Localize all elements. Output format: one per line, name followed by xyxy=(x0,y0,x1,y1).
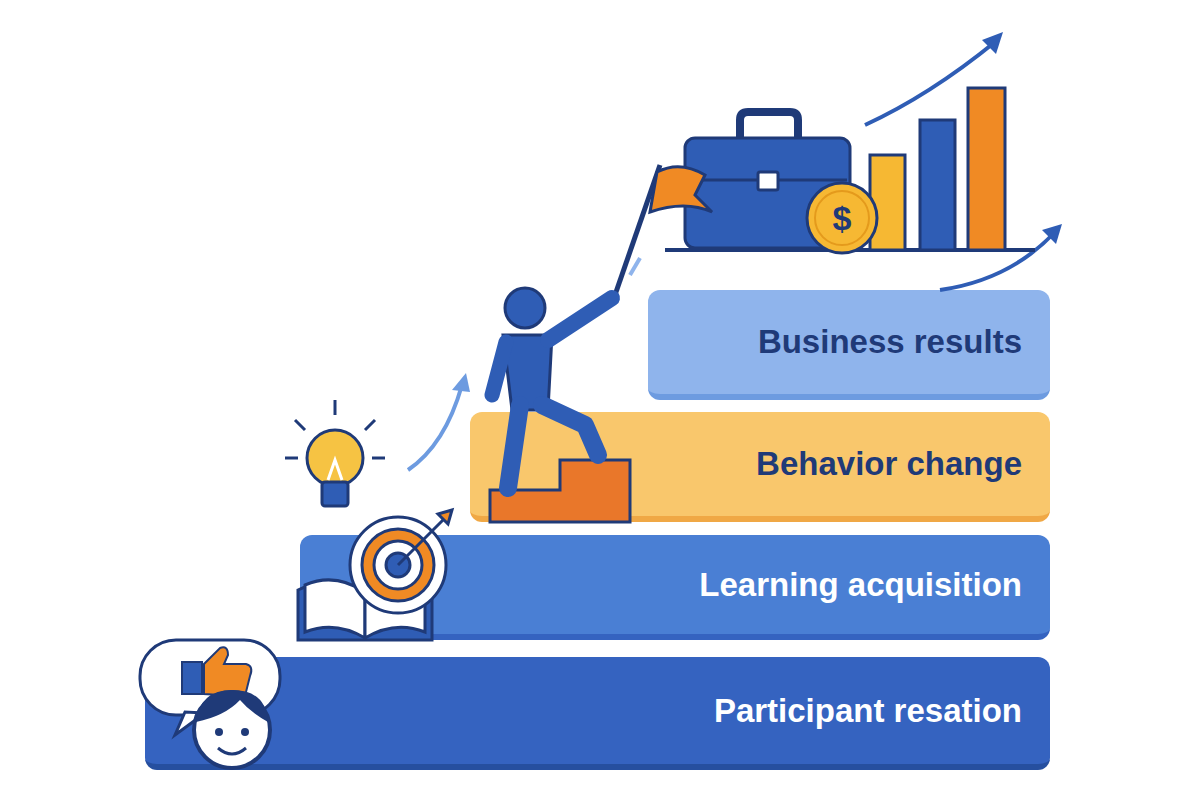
level-label: Learning acquisition xyxy=(699,566,1022,604)
bar xyxy=(968,88,1005,250)
briefcase-seam xyxy=(688,179,847,182)
level-label: Business results xyxy=(758,323,1022,361)
bar xyxy=(920,120,955,250)
motion-mark xyxy=(630,258,640,275)
person-arm xyxy=(548,298,612,340)
level-band: Participant resation xyxy=(145,657,1050,770)
arrow-head xyxy=(452,373,470,392)
arrow-head xyxy=(1042,224,1062,244)
briefcase-clasp xyxy=(758,172,778,190)
arrow-head xyxy=(982,32,1003,54)
shelf-line xyxy=(665,248,1035,252)
level-band: Business results xyxy=(648,290,1050,400)
bar xyxy=(870,155,905,250)
flag-pole xyxy=(615,165,660,295)
level-label: Participant resation xyxy=(714,692,1022,730)
coin-rim xyxy=(815,191,869,245)
growth-arrow xyxy=(940,232,1055,290)
level-label: Behavior change xyxy=(756,445,1022,483)
progress-arrow xyxy=(408,385,462,470)
level-band: Behavior change xyxy=(470,412,1050,522)
person-arm xyxy=(492,342,506,395)
briefcase-handle xyxy=(740,112,798,140)
person-body xyxy=(503,335,552,410)
growth-arrow xyxy=(865,42,995,125)
coin xyxy=(807,183,877,253)
flag xyxy=(650,167,712,212)
coin-symbol: $ xyxy=(822,196,862,240)
person-head xyxy=(505,288,545,328)
briefcase xyxy=(685,138,850,248)
level-band: Learning acquisition xyxy=(300,535,1050,640)
lightbulb xyxy=(285,400,385,506)
